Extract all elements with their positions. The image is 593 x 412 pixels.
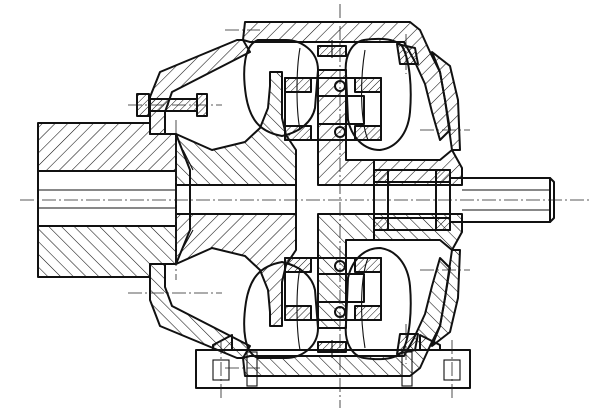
bearing-upper: [284, 77, 382, 141]
turbine-runner: [317, 40, 375, 358]
centre-lines: [20, 4, 590, 408]
left-cover: [149, 39, 251, 359]
pump-impeller: [175, 71, 297, 327]
output-shaft: [373, 149, 555, 251]
bearing-lower: [284, 257, 382, 321]
flange-bolt: [128, 93, 222, 294]
input-hub: [37, 122, 177, 278]
right-cover: [431, 51, 461, 347]
